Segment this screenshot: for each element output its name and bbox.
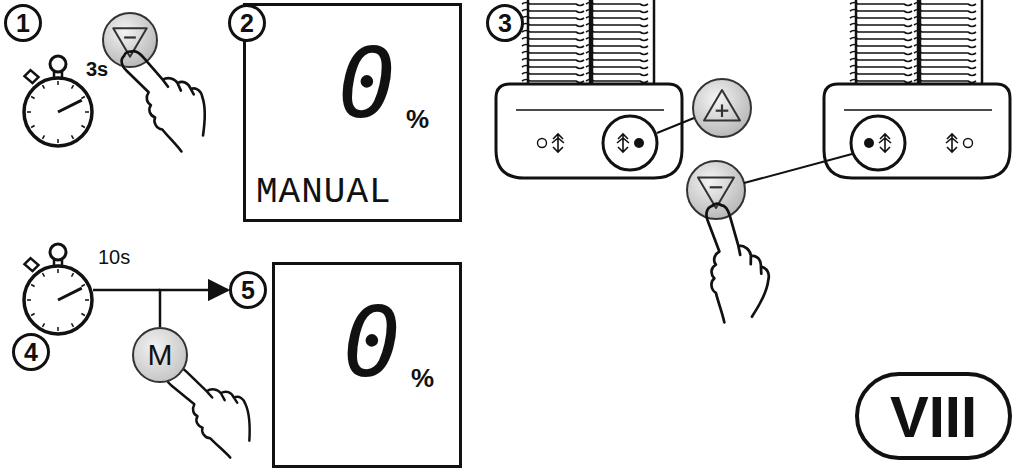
mode-button: M	[132, 327, 188, 383]
node-text: 5	[241, 276, 255, 305]
lcd-display: 0% MANUAL	[243, 3, 462, 222]
leader-line	[657, 118, 694, 133]
callout-number: 2	[228, 4, 266, 42]
minus-button	[103, 13, 157, 67]
thread	[522, 0, 590, 86]
value-text: 0	[343, 295, 401, 391]
thread	[850, 0, 918, 86]
pointing-hand	[680, 201, 784, 330]
node-text: 4	[24, 338, 38, 367]
plus-button	[693, 79, 751, 137]
stopwatch-icon	[24, 56, 92, 146]
timer-arrow-line	[93, 289, 160, 292]
valve-head	[824, 0, 1010, 178]
arrow-connector	[160, 290, 228, 327]
node-text: 3	[498, 9, 512, 38]
thread	[914, 0, 982, 86]
stopwatch-icon	[24, 244, 92, 334]
pointing-hand	[120, 40, 211, 159]
figure-number: VIII	[855, 372, 1012, 460]
callout-number: 3	[486, 4, 524, 42]
unit-text: %	[406, 106, 429, 132]
unit-text: %	[411, 365, 434, 391]
leader-line	[744, 154, 852, 183]
valve-head	[496, 0, 682, 178]
node-text: 2	[240, 9, 254, 38]
callout-number: 1	[4, 4, 42, 42]
minus-button	[687, 161, 745, 219]
thread	[586, 0, 654, 86]
callout-number: 4	[12, 333, 50, 371]
node-text: VIII	[890, 383, 977, 450]
callout-number: 5	[229, 271, 267, 309]
node-text: M	[148, 338, 173, 372]
value-text: 0	[338, 36, 396, 132]
node-text: 1	[16, 9, 30, 38]
time-label: 3s	[86, 58, 108, 81]
time-label: 10s	[98, 246, 130, 269]
mode-text: MANUAL	[256, 175, 392, 211]
lcd-display: 0%	[272, 262, 462, 468]
